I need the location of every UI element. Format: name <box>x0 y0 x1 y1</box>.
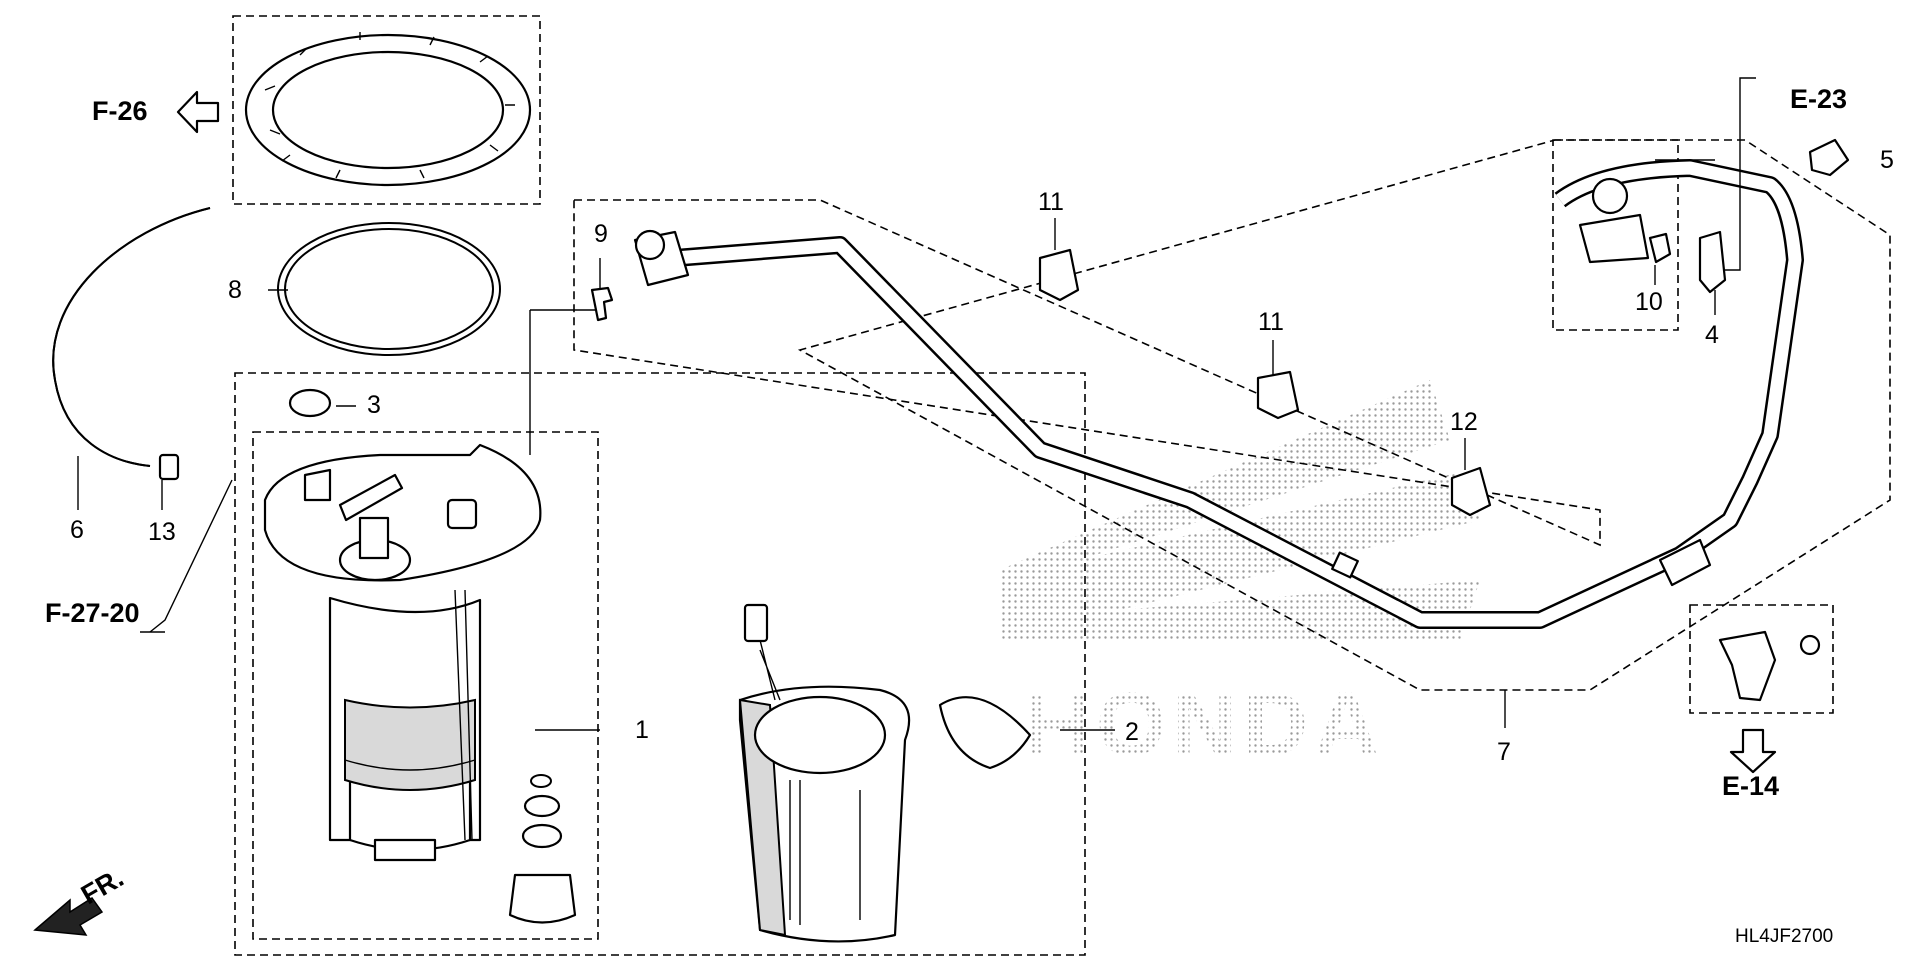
ref-f-27-20: F-27-20 <box>45 598 140 628</box>
arrow-down-icon <box>1729 728 1777 774</box>
callout-5: 5 <box>1880 146 1894 174</box>
clip-10 <box>1648 232 1672 264</box>
callout-9: 9 <box>594 220 608 248</box>
watermark-text: HONDA <box>1025 675 1385 775</box>
fuel-pump-retainer <box>244 32 532 187</box>
fuel-hose <box>52 207 211 467</box>
callout-6: 6 <box>70 516 84 544</box>
fr-arrow-icon <box>33 896 104 936</box>
ref-e-23: E-23 <box>1790 84 1847 114</box>
gasket-ring <box>277 222 501 356</box>
pump-seal-rings <box>508 774 577 924</box>
callout-3: 3 <box>367 391 381 419</box>
callout-11-b: 11 <box>1258 308 1284 336</box>
clip-group-box <box>1689 604 1834 714</box>
clip-12 <box>1450 466 1492 517</box>
cap-3 <box>288 388 332 418</box>
diagram-code: HL4JF2700 <box>1735 926 1833 947</box>
hose-clip <box>158 453 180 481</box>
callout-13: 13 <box>148 518 176 546</box>
fuel-pump-module <box>263 443 542 862</box>
clip-5 <box>1808 138 1850 177</box>
pump-assembly-box <box>252 431 599 940</box>
fuel-line-group-box <box>573 199 1601 547</box>
clip-11-a <box>1038 248 1080 302</box>
callout-numbers: 1 2 3 4 5 6 7 8 9 10 11 11 12 13 <box>70 146 1894 766</box>
line-bracket <box>1718 630 1821 702</box>
ref-f-26: F-26 <box>92 96 148 126</box>
connector-group-box <box>1552 139 1679 331</box>
callout-11-a: 11 <box>1038 188 1064 216</box>
upper-connector <box>1578 177 1727 294</box>
callout-7: 7 <box>1497 738 1511 766</box>
front-direction-indicator: FR. <box>33 862 129 936</box>
clip-9 <box>590 286 614 322</box>
group-outlines <box>232 15 1891 956</box>
upper-line-group-box <box>797 139 1891 691</box>
callout-2: 2 <box>1125 718 1139 746</box>
leader-lines <box>77 77 1756 731</box>
fuel-filter <box>738 603 1032 943</box>
callout-4: 4 <box>1705 321 1719 349</box>
arrow-left-icon <box>176 90 220 134</box>
honda-watermark: HONDA <box>1000 380 1480 775</box>
clip-11-b <box>1256 370 1300 420</box>
quick-connector <box>633 229 690 287</box>
callout-1: 1 <box>635 716 649 744</box>
callout-10: 10 <box>1635 288 1663 316</box>
cross-references: F-26 E-23 F-27-20 E-14 <box>45 84 1847 801</box>
callout-12: 12 <box>1450 408 1478 436</box>
callout-8: 8 <box>228 276 242 304</box>
ref-e-14: E-14 <box>1722 771 1779 801</box>
